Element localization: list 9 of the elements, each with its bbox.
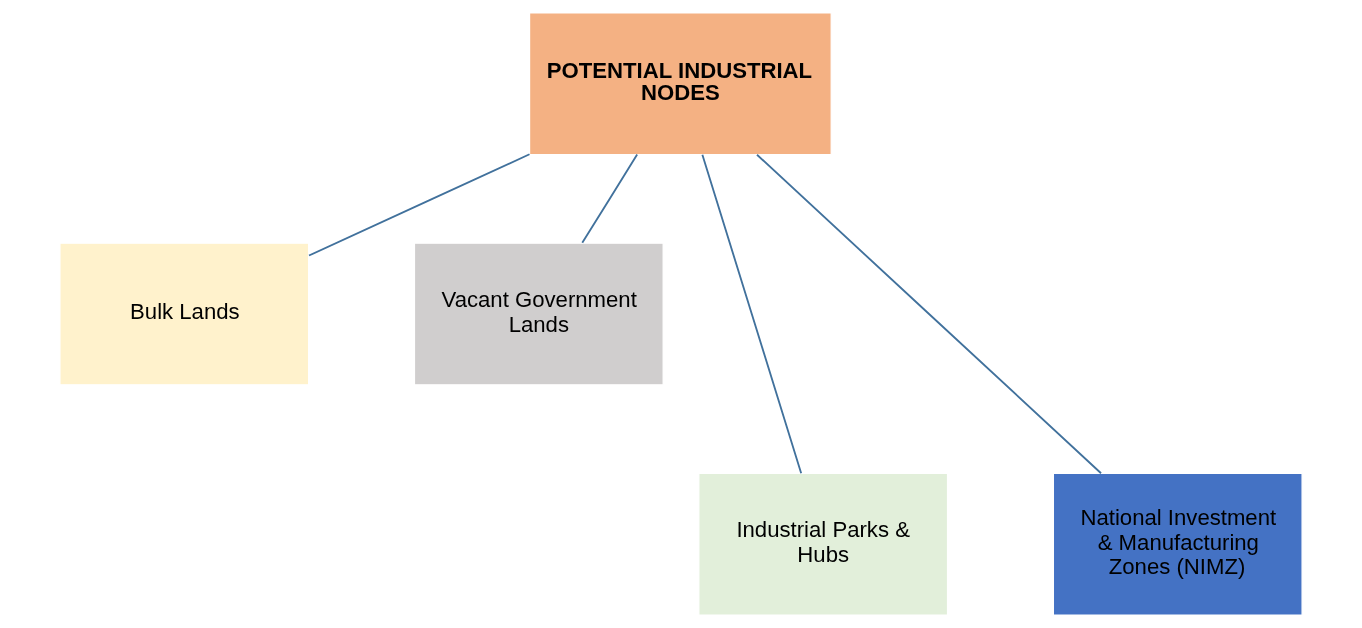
connector [701, 153, 803, 475]
connector [581, 153, 639, 244]
connector [756, 153, 1102, 475]
node-box: Bulk Lands [59, 242, 310, 386]
node-box: POTENTIAL INDUSTRIAL NODES [528, 12, 832, 156]
node-box: Vacant Government Lands [413, 242, 664, 386]
node-box: Industrial Parks & Hubs [698, 472, 949, 616]
node-box: National Investment & Manufacturing Zones (NIMZ) [1052, 472, 1303, 616]
connector [308, 153, 531, 257]
